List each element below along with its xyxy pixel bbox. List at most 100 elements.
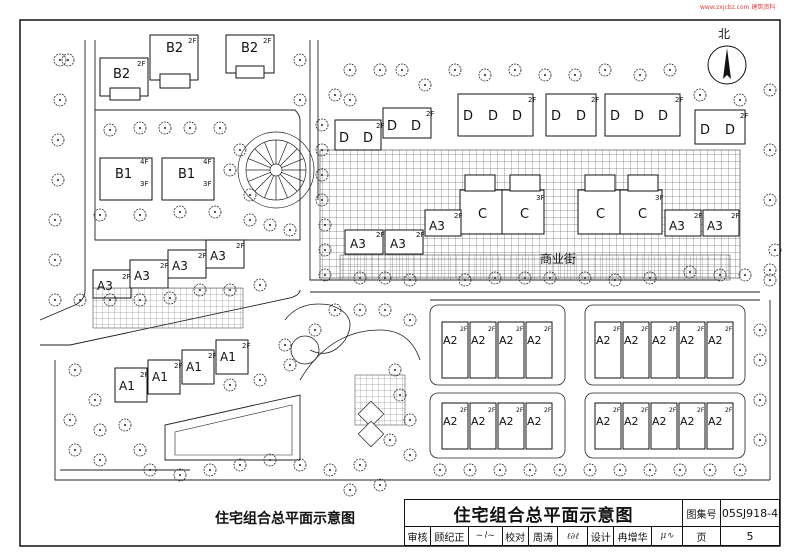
green-triangle (164, 394, 301, 461)
tree-symbol (463, 463, 477, 477)
north-label: 北 (718, 27, 730, 41)
floor-count-a2: 2F (725, 326, 733, 333)
building-a2 (650, 321, 678, 379)
building-label-a3-4: A3 (669, 219, 685, 233)
tree-symbol (93, 453, 107, 467)
tree-symbol (93, 208, 107, 222)
building-group-c (459, 174, 663, 235)
tree-symbol (478, 68, 492, 82)
floor-count-b1-lower-2: 3F (203, 180, 211, 188)
tree-symbol (133, 121, 147, 135)
building-label-a2: A2 (499, 334, 514, 347)
building-group-b2 (99, 34, 275, 101)
tree-symbol (203, 463, 217, 477)
floor-count-d-4: 2F (591, 96, 599, 104)
building-a2 (622, 402, 650, 450)
building-label-a3-3: A3 (429, 219, 445, 233)
tree-symbol (328, 88, 342, 102)
tree-symbol (183, 121, 197, 135)
building-label-a2: A2 (680, 415, 695, 428)
plaza-spoke (264, 175, 275, 198)
building-label-d-3: D (387, 119, 397, 134)
building-label-a3-2: A3 (390, 237, 406, 251)
plaza-spoke (277, 142, 288, 165)
building-group-b1 (99, 157, 215, 201)
tree-symbol (373, 63, 387, 77)
check-signature: ℓ∂ℓ (558, 527, 589, 545)
building-label-a2: A2 (443, 334, 458, 347)
tree-symbol (283, 223, 297, 237)
tree-symbol (353, 303, 367, 317)
floor-count-d-2: 2F (426, 110, 434, 118)
tree-symbol (323, 463, 337, 477)
building-label-a3-9: A3 (210, 249, 226, 263)
building-label-b1-1: B1 (115, 167, 132, 182)
floor-count-a1-4: 2F (242, 342, 250, 350)
floor-count-d-3: 2F (528, 96, 536, 104)
tree-symbol (763, 193, 777, 207)
floor-count-d-6: 2F (740, 112, 748, 120)
building-label-a3-8: A3 (172, 259, 188, 273)
building-label-a2: A2 (596, 334, 611, 347)
floor-count-a2: 2F (697, 326, 705, 333)
page-label: 页 (683, 527, 721, 545)
floor-count-b2-1: 2F (137, 60, 145, 68)
building-label-a3-7: A3 (134, 269, 150, 283)
floor-count-a3-2: 2F (416, 231, 424, 239)
tree-symbol (693, 88, 707, 102)
floor-count-b1-upper-2: 4F (203, 158, 211, 166)
tree-symbol (763, 83, 777, 97)
building-label-a2: A2 (527, 415, 542, 428)
tree-symbol (253, 373, 267, 387)
tree-symbol (673, 463, 687, 477)
tree-symbol (328, 303, 342, 317)
building-label-b1-2: B1 (178, 167, 195, 182)
title-block-title: 住宅组合总平面示意图 (405, 500, 683, 527)
review-label: 审核 (405, 527, 431, 545)
tree-symbol (383, 433, 397, 447)
building-a2 (594, 321, 622, 379)
building-label-d-14: D (725, 123, 735, 138)
radial-plaza (237, 131, 315, 209)
plaza-spoke (254, 173, 273, 192)
plaza-spoke (277, 175, 288, 198)
building-label-c-2: C (520, 207, 529, 222)
tree-symbol (293, 93, 307, 107)
plaza-spoke (279, 148, 298, 167)
building-label-d-1: D (339, 131, 349, 146)
building-label-b2-1: B2 (113, 67, 130, 82)
floor-count-b1-lower-1: 3F (140, 180, 148, 188)
building-label-c-1: C (478, 207, 487, 222)
building-a2 (594, 402, 622, 450)
building-label-b2-2: B2 (166, 41, 183, 56)
building-label-d-11: D (634, 109, 644, 124)
plaza-spoke (279, 173, 298, 192)
tree-symbol (343, 93, 357, 107)
building-label-a3-6: A3 (97, 279, 113, 293)
building-group-d (334, 93, 746, 151)
page-value: 5 (746, 529, 754, 543)
building-label-a2: A2 (471, 415, 486, 428)
building-label-a1-3: A1 (186, 360, 202, 374)
building-label-a2: A2 (499, 415, 514, 428)
plaza-spoke (248, 171, 271, 182)
building-label-a1-2: A1 (152, 370, 168, 384)
tree-symbol (233, 143, 247, 157)
design-label: 设计 (588, 527, 615, 545)
building-a2 (497, 402, 525, 450)
tree-symbol (48, 253, 62, 267)
building-label-d-12: D (658, 109, 668, 124)
building-label-a2: A2 (624, 334, 639, 347)
tree-symbol (173, 468, 187, 482)
tree-symbol (48, 293, 62, 307)
building-a2 (678, 321, 706, 379)
floor-count-a2: 2F (460, 326, 468, 333)
tree-symbol (768, 243, 782, 257)
building-label-a2: A2 (708, 334, 723, 347)
building-label-a2: A2 (652, 415, 667, 428)
floor-count-a2: 2F (516, 326, 524, 333)
tree-symbol (395, 63, 409, 77)
floor-count-c-2: 3F (655, 194, 663, 202)
plaza-spoke (281, 171, 304, 182)
floor-count-a2: 2F (641, 407, 649, 414)
